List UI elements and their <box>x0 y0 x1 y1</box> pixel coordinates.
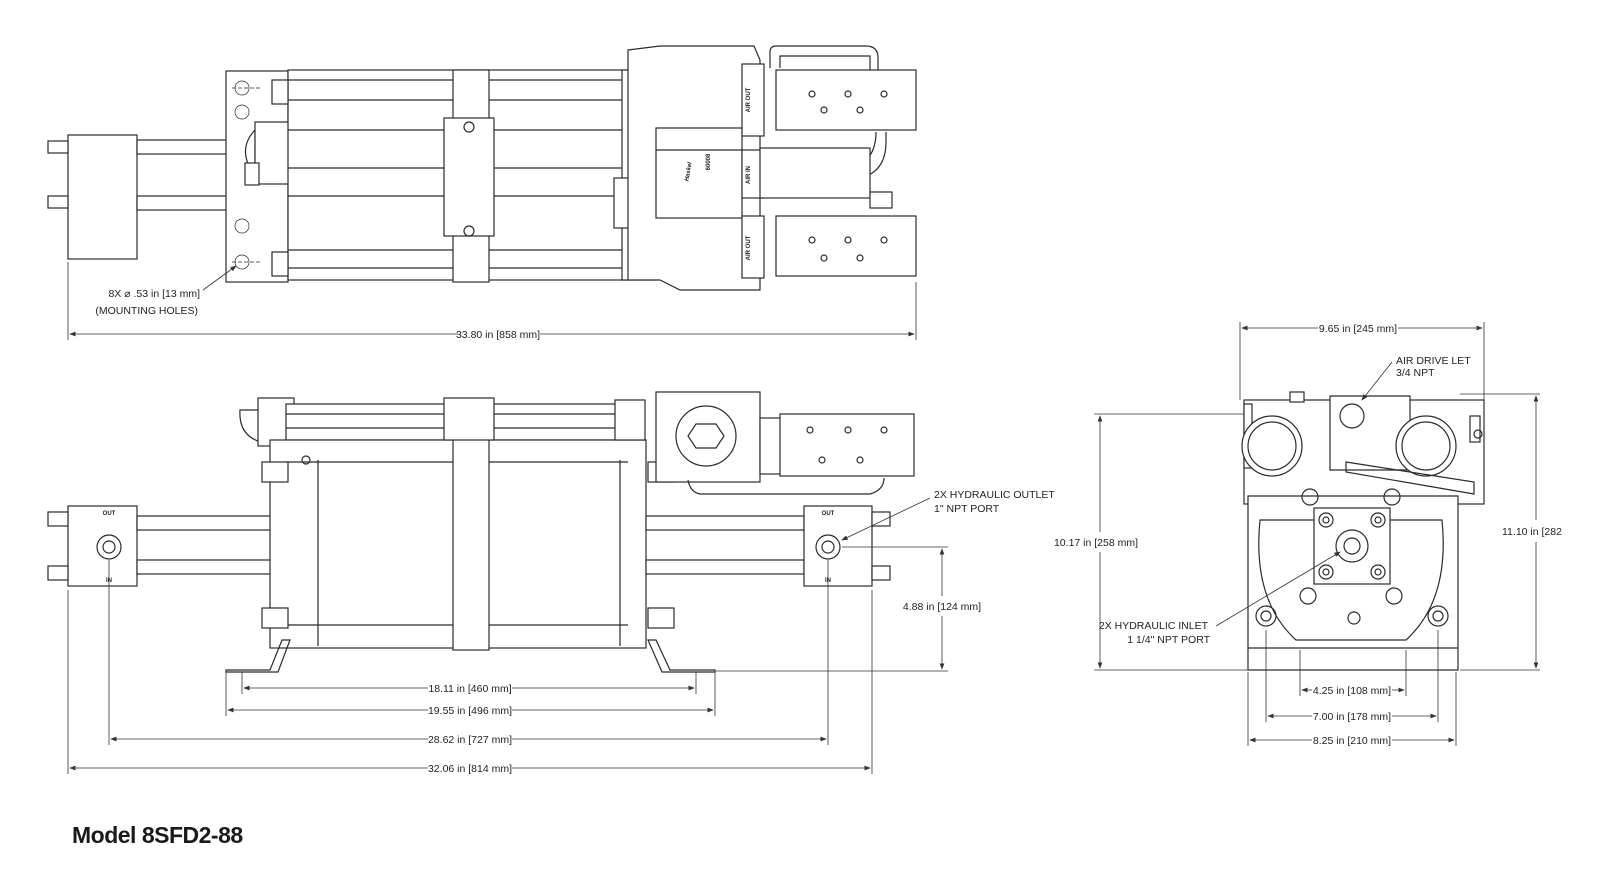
port-out-left-label: OUT <box>103 511 116 517</box>
dim-19-55: 19.55 in [496 mm] <box>428 705 512 717</box>
end-height-left-dimension: 10.17 in [258 mm] <box>1054 537 1138 549</box>
dim-18-11: 18.11 in [460 mm] <box>428 683 511 695</box>
hydraulic-inlet-port: 1 1/4" NPT PORT <box>1127 634 1210 646</box>
overall-length-dimension: 33.80 in [858 mm] <box>456 329 540 341</box>
dim-7-00: 7.00 in [178 mm] <box>1313 711 1391 723</box>
side-view: OUT IN <box>47 391 1055 775</box>
air-out-top-label: AIR OUT <box>746 87 752 112</box>
air-out-bottom-label: AIR OUT <box>746 235 752 260</box>
dim-4-25: 4.25 in [108 mm] <box>1313 685 1391 697</box>
dim-32-06: 32.06 in [814 mm] <box>428 763 512 775</box>
air-drive-label: AIR DRIVE LET <box>1396 355 1471 367</box>
end-width-dimension: 9.65 in [245 mm] <box>1319 323 1397 335</box>
serial-label: 60008 <box>706 153 712 170</box>
model-title: Model 8SFD2-88 <box>72 822 243 848</box>
top-view: AIR OUT AIR IN AIR OUT Haskel 60008 33.8… <box>47 45 917 341</box>
dim-8-25: 8.25 in [210 mm] <box>1313 735 1391 747</box>
hydraulic-outlet-port: 1" NPT PORT <box>934 503 1000 515</box>
mounting-holes-note: (MOUNTING HOLES) <box>95 305 198 317</box>
air-in-label: AIR IN <box>746 166 752 184</box>
port-out-right-label: OUT <box>822 511 835 517</box>
hydraulic-inlet-label: 2X HYDRAULIC INLET <box>1099 620 1209 632</box>
end-view: 9.65 in [245 mm] AIR DRIVE LET 3/4 NPT 1… <box>1054 322 1562 747</box>
mounting-holes-label: 8X ⌀ .53 in [13 mm] <box>108 288 200 300</box>
height-to-port-dimension: 4.88 in [124 mm] <box>903 601 981 613</box>
brand-logo: Haskel <box>684 161 693 181</box>
air-drive-npt: 3/4 NPT <box>1396 367 1435 379</box>
dim-28-62: 28.62 in [727 mm] <box>428 734 512 746</box>
hydraulic-outlet-label: 2X HYDRAULIC OUTLET <box>934 489 1055 501</box>
end-height-right-dimension: 11.10 in [282 <box>1502 526 1562 538</box>
